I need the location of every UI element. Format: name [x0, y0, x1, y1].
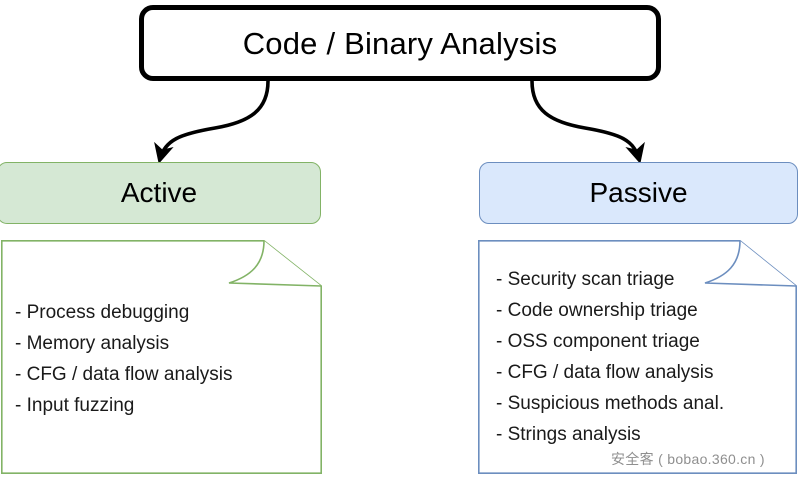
note-list-passive: - Security scan triage - Code ownership …: [496, 264, 797, 450]
list-item: - Security scan triage: [496, 269, 675, 290]
list-item: - Suspicious methods anal.: [496, 393, 725, 414]
list-item: - CFG / data flow analysis: [496, 362, 714, 383]
root-node-code-binary-analysis[interactable]: Code / Binary Analysis: [139, 5, 661, 81]
category-box-active[interactable]: Active: [0, 162, 321, 224]
note-shape-passive: [478, 240, 797, 474]
note-body-passive: - Security scan triage - Code ownership …: [478, 240, 797, 474]
list-item: - Input fuzzing: [15, 395, 135, 416]
root-node-label: Code / Binary Analysis: [242, 25, 558, 61]
list-item: - OSS component triage: [496, 331, 700, 352]
category-label-passive: Passive: [589, 177, 688, 208]
note-list-active: - Process debugging - Memory analysis - …: [15, 297, 322, 421]
note-shape-active: [1, 240, 322, 474]
note-active[interactable]: - Process debugging - Memory analysis - …: [1, 240, 322, 474]
arrow-to-passive: [530, 79, 645, 164]
list-item: - Strings analysis: [496, 424, 641, 445]
arrow-to-active: [154, 79, 270, 164]
note-body-active: - Process debugging - Memory analysis - …: [1, 240, 322, 474]
note-passive[interactable]: - Security scan triage - Code ownership …: [478, 240, 797, 474]
list-item: - CFG / data flow analysis: [15, 364, 233, 385]
list-item: - Process debugging: [15, 302, 190, 323]
category-box-passive[interactable]: Passive: [479, 162, 798, 224]
list-item: - Code ownership triage: [496, 300, 698, 321]
list-item: - Memory analysis: [15, 333, 170, 354]
category-label-active: Active: [120, 177, 198, 208]
watermark-text: 安全客 ( bobao.360.cn ): [611, 451, 765, 467]
